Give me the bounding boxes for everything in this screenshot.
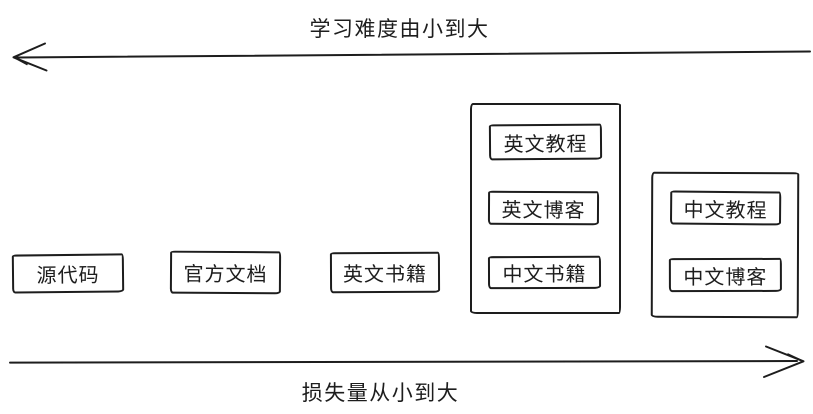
node-english-tutorials-label: 英文教程: [503, 133, 588, 156]
node-chinese-books: 中文书籍: [487, 255, 602, 290]
top-axis-label: 学习难度由小到大: [309, 18, 490, 41]
right-arrow-icon: [9, 345, 805, 378]
node-chinese-books-label: 中文书籍: [502, 263, 587, 287]
group-english-cluster: 英文教程 英文博客 中文书籍: [470, 103, 621, 314]
node-english-blogs-label: 英文博客: [501, 199, 586, 222]
node-english-tutorials: 英文教程: [488, 123, 603, 161]
node-english-books-label: 英文书籍: [342, 263, 428, 287]
node-english-blogs: 英文博客: [487, 190, 600, 226]
left-arrow-icon: [12, 42, 811, 72]
node-source-code-label: 源代码: [36, 264, 100, 288]
node-chinese-blogs-label: 中文博客: [683, 266, 768, 289]
group-chinese-cluster: 中文教程 中文博客: [650, 171, 800, 319]
bottom-axis-label: 损失量从小到大: [301, 382, 460, 405]
node-chinese-blogs: 中文博客: [668, 257, 782, 293]
node-chinese-tutorials: 中文教程: [669, 190, 782, 226]
node-official-docs: 官方文档: [169, 250, 282, 295]
node-english-books: 英文书籍: [329, 251, 441, 294]
node-source-code: 源代码: [11, 253, 125, 294]
node-official-docs-label: 官方文档: [183, 263, 268, 287]
node-chinese-tutorials-label: 中文教程: [683, 199, 768, 222]
